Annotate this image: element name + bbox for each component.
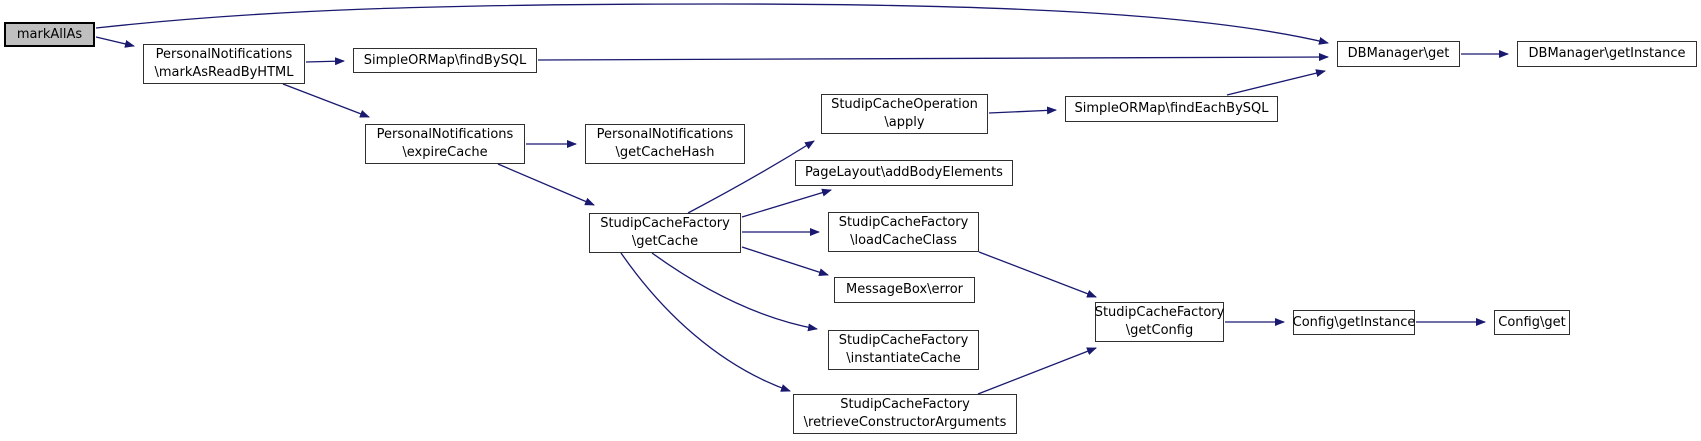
node-label-line: \getConfig [1125, 323, 1194, 338]
node-dbmanager-getinstance[interactable]: DBManager\getInstance [1517, 41, 1697, 67]
node-label-line: PersonalNotifications [376, 127, 514, 142]
node-label-line: SimpleORMap\findBySQL [363, 52, 527, 68]
node-label-line: StudipCacheFactory [838, 215, 969, 230]
node-label-line: StudipCacheOperation [831, 97, 978, 112]
node-personalnotifications-markasreadbyhtml[interactable]: PersonalNotifications \markAsReadByHTML [143, 44, 305, 84]
node-label-line: StudipCacheFactory [838, 333, 969, 348]
node-label-line: Config\getInstance [1292, 314, 1416, 330]
edge-simpleormap-findbysql-to-dbmanager-get [537, 53, 1329, 62]
edge-simpleormap-findeachbysql-to-dbmanager-get [1226, 69, 1326, 96]
node-simpleormap-findeachbysql[interactable]: SimpleORMap\findEachBySQL [1065, 96, 1278, 122]
edge-studipcachefactory-loadcacheclass-to-studipcachefactory-getconfig [978, 251, 1097, 298]
node-dbmanager-get[interactable]: DBManager\get [1337, 41, 1460, 67]
node-label-line: StudipCacheFactory [840, 397, 970, 412]
edge-markallas-to-personalnotifications-markasreadbyhtml [95, 36, 135, 48]
node-pagelayout-addbodyelements[interactable]: PageLayout\addBodyElements [795, 160, 1013, 186]
edge-studipcachefactory-getcache-to-pagelayout-addbodyelements [741, 188, 832, 218]
node-label-line: PersonalNotifications [596, 127, 734, 142]
node-label-line: DBManager\getInstance [1528, 46, 1686, 61]
node-studipcacheoperation-apply[interactable]: StudipCacheOperation \apply [821, 94, 988, 134]
node-studipcachefactory-retrieveconstructorarguments[interactable]: StudipCacheFactory \retrieveConstructorAr… [793, 394, 1017, 434]
node-label-line: StudipCacheFactory [1094, 305, 1225, 320]
node-label-line: \apply [884, 115, 925, 130]
node-label-line: markAllAs [16, 26, 83, 42]
node-studipcachefactory-instantiatecache[interactable]: StudipCacheFactory \instantiateCache [828, 330, 979, 370]
node-messagebox-error[interactable]: MessageBox\error [834, 277, 975, 303]
edge-personalnotifications-expirecache-to-studipcachefactory-getcache [497, 163, 595, 206]
node-label-line: PageLayout\addBodyElements [805, 165, 1003, 180]
edge-studipcachefactory-getcache-to-messagebox-error [741, 246, 829, 277]
edge-studipcachefactory-getcache-to-studipcachefactory-retrieveconstructorarguments [620, 252, 791, 392]
node-label-line: \getCache [631, 234, 699, 249]
node-label-line: DBManager\get [1347, 46, 1450, 61]
edge-studipcachefactory-getcache-to-studipcachefactory-instantiatecache [651, 252, 818, 332]
edge-studipcacheoperation-apply-to-simpleormap-findeachbysql [988, 106, 1057, 115]
node-label-line: \getCacheHash [615, 145, 715, 160]
node-studipcachefactory-getconfig[interactable]: StudipCacheFactory \getConfig [1095, 302, 1224, 342]
node-label-line: \loadCacheClass [850, 233, 957, 248]
edge-personalnotifications-markasreadbyhtml-to-simpleormap-findbysql [305, 57, 345, 66]
node-config-getinstance[interactable]: Config\getInstance [1293, 310, 1415, 335]
node-personalnotifications-expirecache[interactable]: PersonalNotifications \expireCache [365, 124, 525, 164]
node-config-get[interactable]: Config\get [1494, 310, 1570, 335]
node-label-line: \expireCache [402, 145, 488, 160]
node-label-line: Config\get [1498, 314, 1566, 330]
node-label-line: PersonalNotifications [155, 47, 293, 62]
edge-markallas-to-dbmanager-get [95, 3, 1329, 45]
node-markallas[interactable]: markAllAs [4, 22, 95, 47]
node-label-line: StudipCacheFactory [600, 216, 730, 231]
node-personalnotifications-getcachehash[interactable]: PersonalNotifications \getCacheHash [585, 124, 745, 164]
edge-studipcachefactory-getcache-to-studipcacheoperation-apply [687, 140, 815, 214]
edge-studipcachefactory-retrieveconstructorarguments-to-studipcachefactory-getconfig [977, 347, 1097, 395]
node-studipcachefactory-getcache[interactable]: StudipCacheFactory \getCache [589, 213, 741, 253]
node-label-line: MessageBox\error [846, 282, 963, 297]
node-label-line: \markAsReadByHTML [154, 65, 294, 80]
node-label-line: \retrieveConstructorArguments [803, 415, 1007, 430]
node-label-line: SimpleORMap\findEachBySQL [1074, 101, 1269, 116]
edge-personalnotifications-markasreadbyhtml-to-personalnotifications-expirecache [282, 83, 370, 118]
node-label-line: \instantiateCache [846, 351, 961, 366]
node-simpleormap-findbysql[interactable]: SimpleORMap\findBySQL [353, 48, 537, 73]
node-studipcachefactory-loadcacheclass[interactable]: StudipCacheFactory \loadCacheClass [828, 212, 979, 252]
